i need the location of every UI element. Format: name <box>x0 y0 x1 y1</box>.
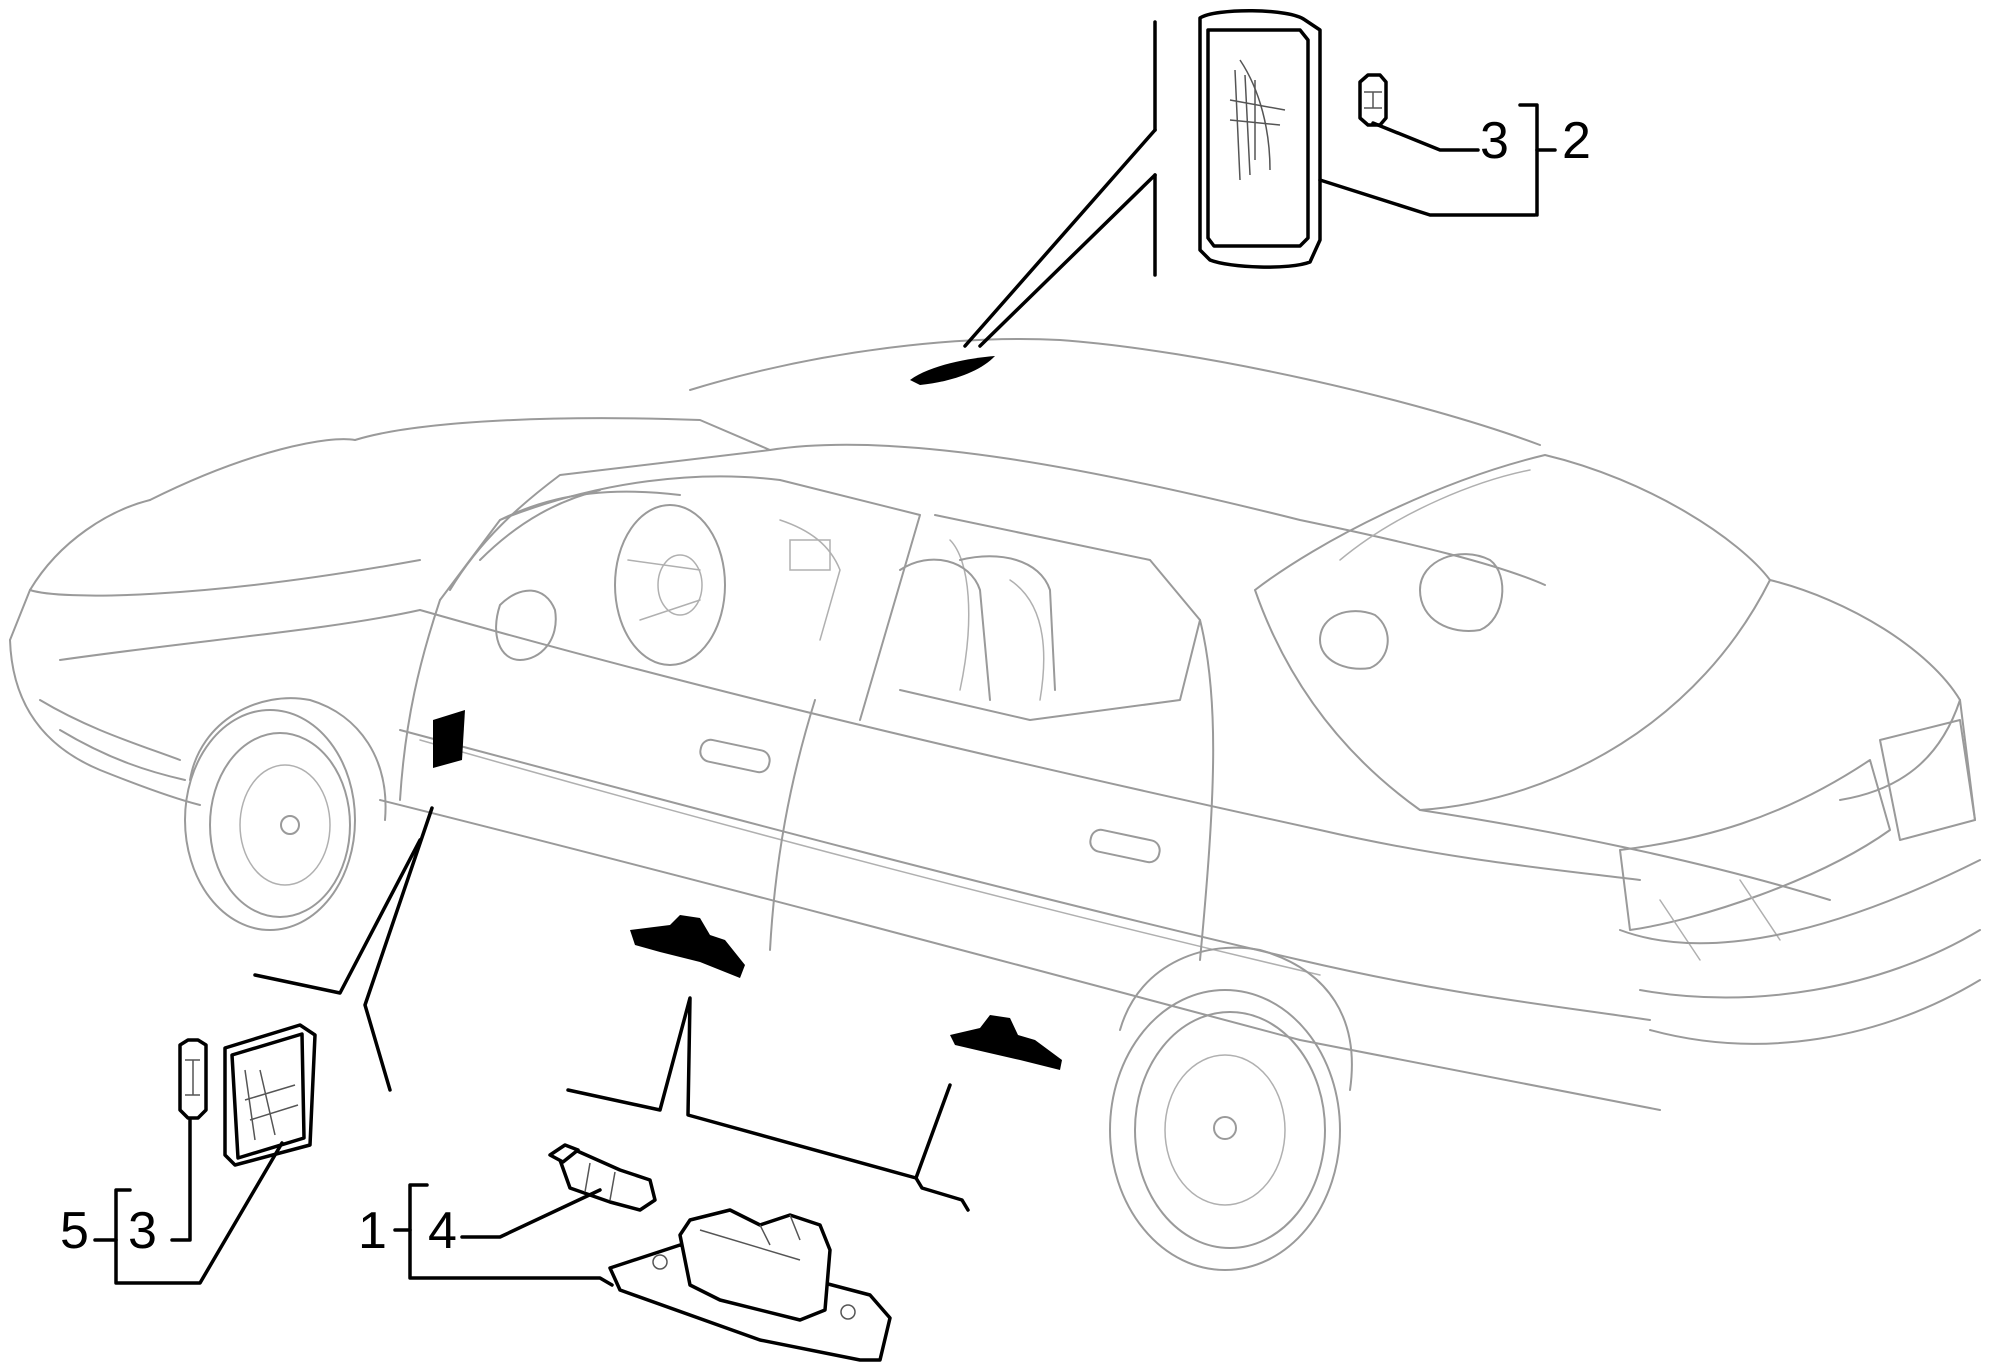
pointer-lines <box>253 20 1157 1212</box>
callout-leaders <box>93 103 1557 1287</box>
door-lamp-location <box>433 710 465 768</box>
top-festoon-bulb <box>1358 73 1388 127</box>
front-sill-lamp-location <box>630 915 745 978</box>
callout-door-lamp-assembly: 5 <box>60 1202 89 1260</box>
sill-lamp-assembly <box>608 1208 892 1362</box>
callout-top-bulb: 3 <box>1480 112 1509 170</box>
rear-sill-lamp-location <box>950 1015 1062 1070</box>
door-lamp-assembly <box>223 1023 317 1167</box>
callout-sill-lamp-assembly: 1 <box>358 1202 387 1260</box>
callout-numbers: 3 2 3 5 1 4 <box>60 112 1591 1260</box>
callout-door-bulb: 3 <box>128 1202 157 1260</box>
sill-bulb-socket <box>548 1143 657 1212</box>
callout-top-lamp-assembly: 2 <box>1562 112 1591 170</box>
roof-lamp-location <box>910 356 995 385</box>
callout-sill-switch: 4 <box>428 1202 457 1260</box>
lamp-locations <box>433 356 1062 1070</box>
roof-lamp-assembly <box>1198 8 1322 269</box>
door-festoon-bulb <box>178 1038 208 1120</box>
car-body <box>9 338 1981 1271</box>
